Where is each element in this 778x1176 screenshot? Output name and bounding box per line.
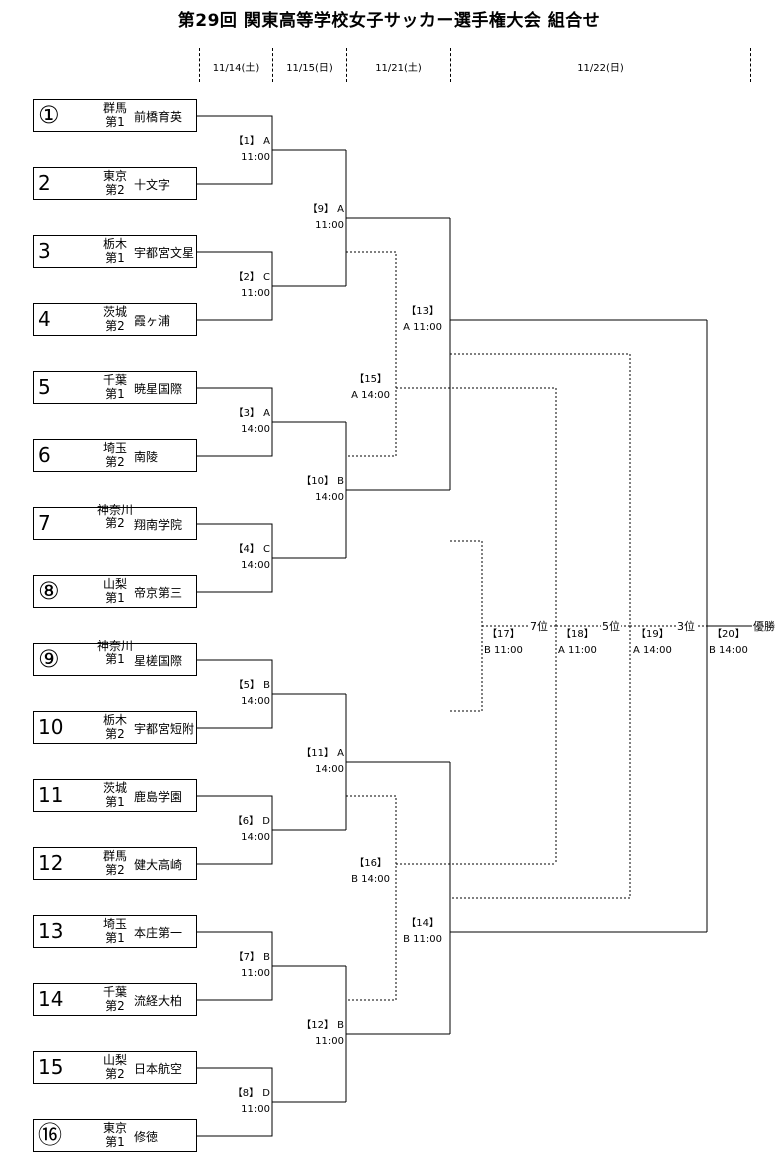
prefecture: 千葉第1 (102, 373, 127, 401)
team-box: 3 栃木第1 宇都宮文星 (33, 235, 197, 268)
prefecture: 栃木第2 (102, 713, 127, 741)
seed-number: ⑧ (38, 577, 60, 605)
seed-number: ① (38, 101, 60, 129)
date-divider (272, 48, 273, 82)
date-divider (750, 48, 751, 82)
date-divider (346, 48, 347, 82)
seed-number: 7 (38, 511, 51, 535)
seed-number: 2 (38, 171, 51, 195)
team-box: ⑧ 山梨第1 帝京第三 (33, 575, 197, 608)
date-round1: 11/14(土) (212, 63, 260, 74)
match-label: 【20】B 14:00 (709, 629, 748, 656)
prefecture: 神奈川第1 (96, 640, 133, 666)
seed-number: 4 (38, 307, 51, 331)
team-box: 11 茨城第1 鹿島学園 (33, 779, 197, 812)
team-box: 6 埼玉第2 南陵 (33, 439, 197, 472)
date-round2: 11/15(日) (286, 63, 333, 74)
team-box: 5 千葉第1 暁星国際 (33, 371, 197, 404)
match-label: 【16】B 14:00 (351, 858, 390, 885)
seed-number: 15 (38, 1055, 64, 1079)
place-3rd-label: 3位 (676, 618, 696, 634)
team-box: ⑯ 東京第1 修徳 (33, 1119, 197, 1152)
school-name: 南陵 (134, 450, 159, 464)
match-label: 【18】A 11:00 (558, 629, 597, 656)
place-5th-label: 5位 (601, 618, 621, 634)
place-7th-label: 7位 (529, 618, 549, 634)
team-box: 7 神奈川第2 翔南学院 (33, 504, 197, 540)
seed-number: 14 (38, 987, 64, 1011)
match-label: 【13】A 11:00 (403, 306, 442, 333)
prefecture: 茨城第2 (102, 305, 127, 333)
school-name: 宇都宮短附 (134, 722, 195, 736)
team-box: 13 埼玉第1 本庄第一 (33, 915, 197, 948)
school-name: 鹿島学園 (134, 790, 183, 804)
team-box: 10 栃木第2 宇都宮短附 (33, 711, 197, 744)
match-label: 【15】A 14:00 (351, 374, 390, 401)
match-label: 【14】B 11:00 (403, 918, 442, 945)
school-name: 星槎国際 (134, 654, 183, 668)
prefecture: 千葉第2 (102, 985, 127, 1013)
date-finals: 11/22(日) (577, 63, 624, 74)
school-name: 流経大柏 (134, 994, 183, 1008)
prefecture: 埼玉第2 (102, 441, 127, 469)
seed-number: 3 (38, 239, 51, 263)
school-name: 暁星国際 (134, 382, 183, 396)
school-name: 十文字 (134, 178, 171, 192)
prefecture: 山梨第2 (102, 1053, 127, 1081)
date-divider (199, 48, 200, 82)
seed-number: 13 (38, 919, 64, 943)
seed-number: 5 (38, 375, 51, 399)
prefecture: 神奈川第2 (96, 504, 133, 530)
prefecture: 埼玉第1 (102, 917, 127, 945)
school-name: 翔南学院 (134, 518, 183, 532)
school-name: 前橋育英 (134, 110, 183, 124)
team-box: 2 東京第2 十文字 (33, 167, 197, 200)
school-name: 本庄第一 (134, 926, 183, 940)
prefecture: 茨城第1 (102, 781, 127, 809)
school-name: 日本航空 (134, 1062, 183, 1076)
seed-number: ⑯ (38, 1121, 62, 1149)
date-round3: 11/21(土) (375, 63, 422, 74)
school-name: 修徳 (134, 1130, 159, 1144)
team-box: 15 山梨第2 日本航空 (33, 1051, 197, 1084)
match-label: 【17】B 11:00 (484, 629, 523, 656)
team-box: 4 茨城第2 霞ヶ浦 (33, 303, 197, 336)
date-divider (450, 48, 451, 82)
team-box: 12 群馬第2 健大高崎 (33, 847, 197, 880)
prefecture: 栃木第1 (102, 237, 127, 265)
seed-number: 11 (38, 783, 64, 807)
team-box: ① 群馬第1 前橋育英 (33, 99, 197, 132)
seed-number: 12 (38, 851, 64, 875)
prefecture: 群馬第2 (102, 849, 127, 877)
team-box: ⑨ 神奈川第1 星槎国際 (33, 640, 197, 676)
prefecture: 東京第1 (102, 1121, 127, 1149)
prefecture: 山梨第1 (102, 577, 127, 605)
seed-number: 10 (38, 715, 64, 739)
champion-label: 優勝 (752, 618, 776, 634)
match-label: 【19】A 14:00 (633, 629, 672, 656)
seed-number: 6 (38, 443, 51, 467)
seed-number: ⑨ (38, 645, 60, 673)
prefecture: 東京第2 (102, 169, 127, 197)
school-name: 帝京第三 (134, 586, 183, 600)
page-title: 第29回 関東高等学校女子サッカー選手権大会 組合せ (177, 11, 601, 31)
team-box: 14 千葉第2 流経大柏 (33, 983, 197, 1016)
school-name: 宇都宮文星 (134, 246, 195, 260)
school-name: 健大高崎 (134, 858, 183, 872)
school-name: 霞ヶ浦 (134, 314, 171, 328)
prefecture: 群馬第1 (102, 101, 127, 129)
